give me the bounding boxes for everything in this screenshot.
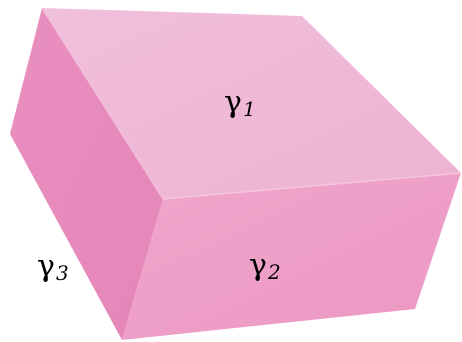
side-face-symbol: γ bbox=[37, 249, 55, 284]
front-face-subscript: 2 bbox=[267, 260, 281, 284]
front-face-label: γ2 bbox=[249, 248, 281, 284]
top-side-edge bbox=[41, 7, 164, 200]
side-face-label: γ3 bbox=[37, 249, 69, 285]
top-face-symbol: γ bbox=[224, 85, 242, 120]
top-face bbox=[42, 8, 461, 199]
front-face bbox=[122, 173, 461, 340]
top-face-label: γ1 bbox=[224, 85, 256, 121]
side-face-subscript: 3 bbox=[56, 261, 69, 285]
side-face bbox=[10, 8, 163, 340]
top-front-edge bbox=[162, 172, 462, 200]
top-face-subscript: 1 bbox=[243, 97, 256, 121]
front-face-symbol: γ bbox=[249, 248, 267, 283]
